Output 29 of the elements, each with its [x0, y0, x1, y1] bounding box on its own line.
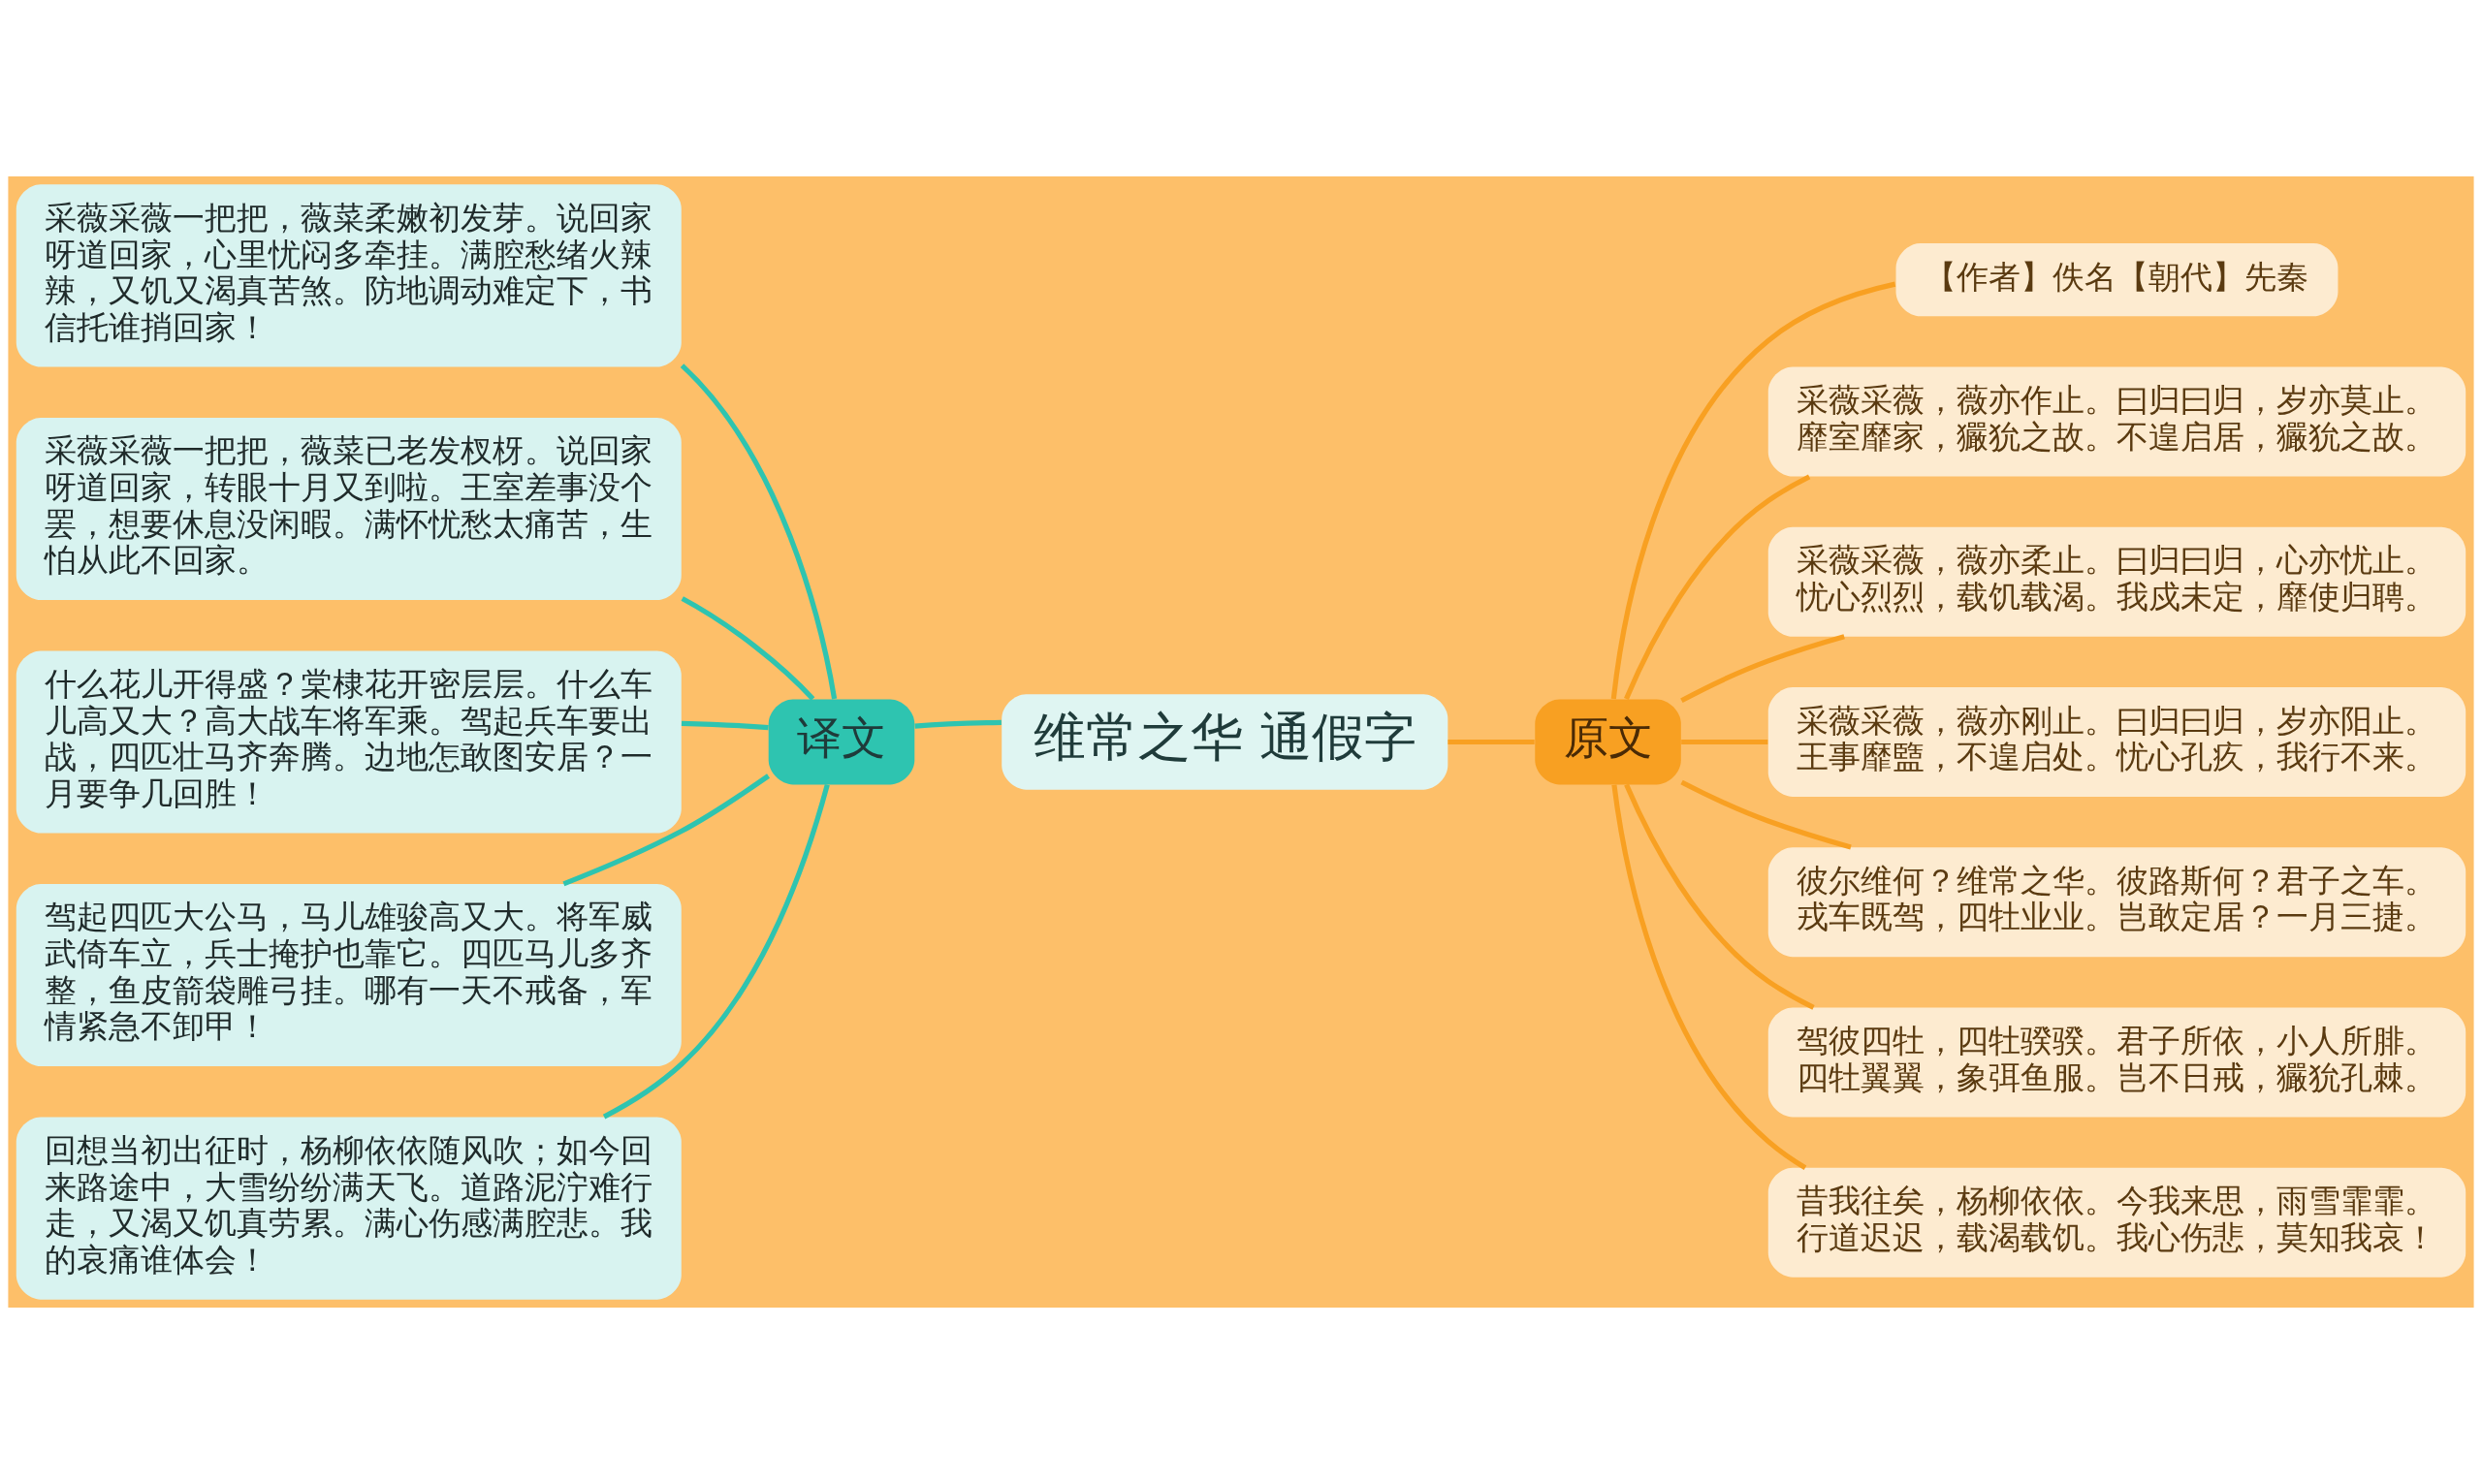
connector	[680, 363, 838, 700]
connector	[914, 719, 1002, 729]
connector	[1624, 474, 1811, 701]
node-box: 采薇采薇，薇亦作止。曰归曰归，岁亦莫止。靡室靡家，玁狁之故。不遑启居，玁狁之故。	[1767, 366, 2466, 477]
node-box: 采薇采薇一把把，薇菜已老发杈枒。说回家呀道回家，转眼十月又到啦。王室差事没个罢，想要休息没闲暇。满怀忧愁太痛苦，生怕从此不回家。	[16, 417, 682, 601]
node-box: 昔我往矣，杨柳依依。今我来思，雨雪霏霏。行道迟迟，载渴载饥。我心伤悲，莫知我哀！	[1767, 1167, 2466, 1278]
connector	[1624, 783, 1815, 1010]
connector	[562, 774, 771, 887]
connector	[1448, 739, 1535, 745]
connector	[1610, 281, 1896, 700]
connector	[1680, 779, 1852, 850]
node-box: 采薇采薇，薇亦柔止。曰归曰归，心亦忧止。忧心烈烈，载饥载渴。我戍未定，靡使归聘。	[1767, 526, 2466, 637]
connector	[681, 596, 815, 701]
node-box: 采薇采薇一把把，薇菜柔嫩初发芽。说回家呀道回家，心里忧闷多牵挂。满腔愁绪火辣辣，又饥又渴真苦煞。防地调动难定下，书信托谁捎回家！	[16, 184, 682, 367]
connector	[602, 784, 830, 1120]
node-box: 驾彼四牡，四牡骙骙。君子所依，小人所腓。四牡翼翼，象弭鱼服。岂不日戒，玁狁孔棘。	[1767, 1007, 2466, 1118]
connector	[681, 720, 769, 731]
node-box: 维常之华 通假字	[1002, 694, 1448, 790]
node-box: 【作者】佚名【朝代】先秦	[1895, 243, 2339, 317]
node-box: 采薇采薇，薇亦刚止。曰归曰归，岁亦阳止。王事靡盬，不遑启处。忧心孔疚，我行不来。	[1767, 687, 2466, 797]
node-box: 译文	[768, 699, 915, 785]
node-box: 彼尔维何？维常之华。彼路斯何？君子之车。戎车既驾，四牡业业。岂敢定居？一月三捷。	[1767, 847, 2466, 958]
node-box: 原文	[1535, 699, 1681, 785]
node-box: 什么花儿开得盛？棠棣花开密层层。什么车儿高又大？高大战车将军乘。驾起兵车要出战，四匹壮马齐奔腾。边地怎敢图安居？一月要争几回胜！	[16, 650, 682, 834]
node-box: 驾起四匹大公马，马儿雄骏高又大。将军威武倚车立，兵士掩护也靠它。四匹马儿多齐整，鱼皮箭袋雕弓挂。哪有一天不戒备，军情紧急不卸甲！	[16, 883, 682, 1067]
connector	[1680, 634, 1845, 704]
connector	[1681, 739, 1768, 745]
connector	[1611, 784, 1807, 1170]
node-box: 回想当初出征时，杨柳依依随风吹；如今回来路途中，大雪纷纷满天飞。道路泥泞难行走，又渴又饥真劳累。满心伤感满腔悲。我的哀痛谁体会！	[16, 1117, 682, 1300]
